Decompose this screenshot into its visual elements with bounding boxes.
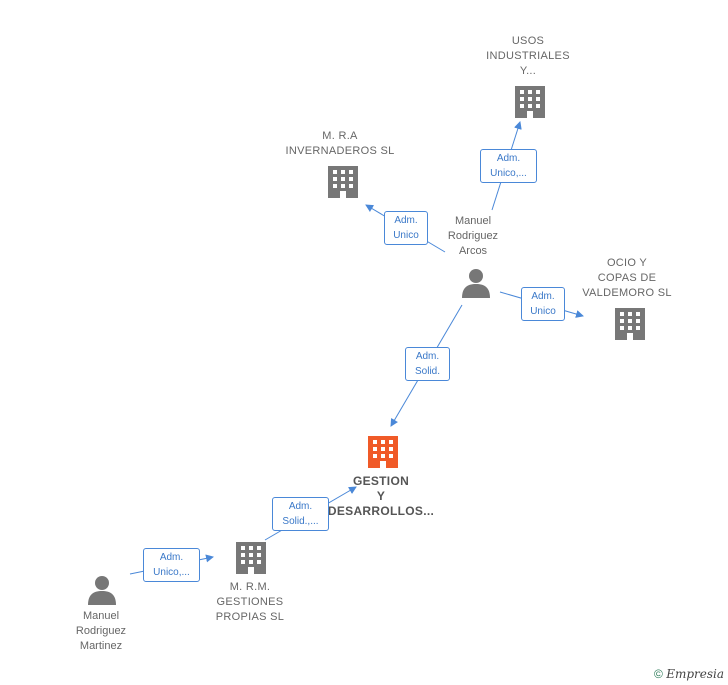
footer-brand: © Empresia — [654, 667, 724, 681]
node-label: USOS INDUSTRIALES Y... — [486, 35, 570, 77]
building-icon-mra[interactable] — [328, 166, 358, 198]
node-label: Manuel Rodriguez Arcos — [447, 215, 499, 257]
node-martinez[interactable]: Manuel Rodriguez Martinez — [56, 609, 146, 654]
node-label: M. R.M. GESTIONES PROPIAS SL — [215, 581, 285, 623]
edge-label-arcos-gestion[interactable]: Adm. Solid. — [405, 347, 450, 381]
copyright-icon: © — [654, 667, 663, 681]
edge-label-arcos-usos[interactable]: Adm. Unico,... — [480, 149, 537, 183]
node-mra[interactable]: M. R.A INVERNADEROS SL — [270, 129, 410, 159]
building-icon-mrm[interactable] — [236, 542, 266, 574]
brand-logo: Empresia — [666, 667, 724, 681]
person-icon-arcos[interactable] — [462, 269, 490, 298]
edge-label-arcos-mra[interactable]: Adm. Unico — [384, 211, 428, 245]
edge-label-martinez-mrm[interactable]: Adm. Unico,... — [143, 548, 200, 582]
node-arcos[interactable]: Manuel Rodriguez Arcos — [428, 214, 518, 259]
node-label: OCIO Y COPAS DE VALDEMORO SL — [582, 257, 672, 299]
edge-label-arcos-ocio[interactable]: Adm. Unico — [521, 287, 565, 321]
building-icon-usos[interactable] — [515, 86, 545, 118]
node-usos[interactable]: USOS INDUSTRIALES Y... — [468, 34, 588, 79]
node-mrm[interactable]: M. R.M. GESTIONES PROPIAS SL — [198, 580, 302, 625]
node-label: M. R.A INVERNADEROS SL — [285, 130, 395, 157]
node-ocio[interactable]: OCIO Y COPAS DE VALDEMORO SL — [572, 256, 682, 301]
node-label: GESTION Y DESARROLLOS... — [327, 474, 435, 518]
edge-label-mrm-gestion[interactable]: Adm. Solid.,... — [272, 497, 329, 531]
node-gestion[interactable]: GESTION Y DESARROLLOS... — [318, 474, 444, 519]
building-icon-gestion[interactable] — [368, 436, 398, 468]
person-icon-martinez[interactable] — [88, 576, 116, 605]
node-label: Manuel Rodriguez Martinez — [75, 610, 127, 652]
building-icon-ocio[interactable] — [615, 308, 645, 340]
